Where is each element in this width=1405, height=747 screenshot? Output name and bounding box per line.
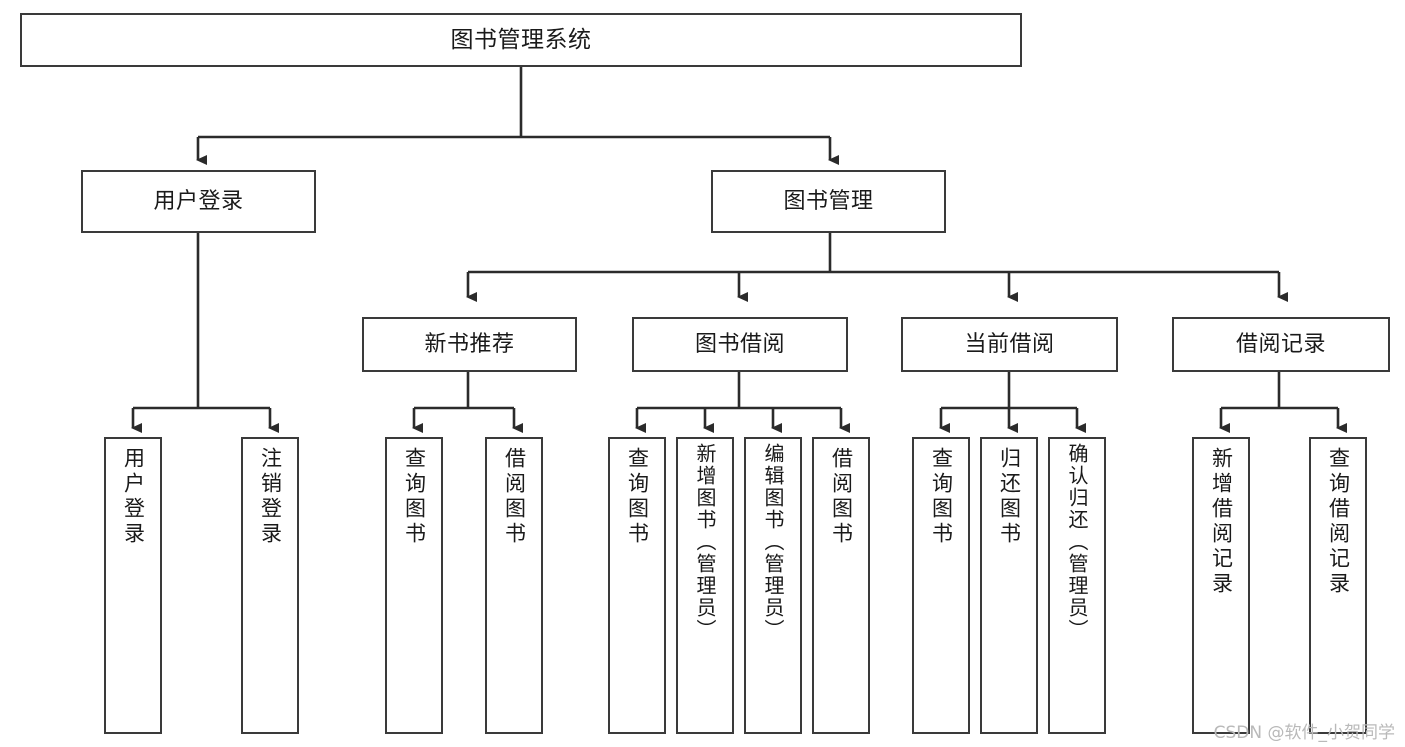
node-new-book-recommend[interactable]: 新书推荐 (362, 317, 577, 372)
leaf-query-borrow-record[interactable]: 查询借阅记录 (1309, 437, 1367, 734)
leaf-query-book-borrow[interactable]: 查询图书 (608, 437, 666, 734)
node-label: 归还图书 (997, 447, 1022, 547)
leaf-return-book[interactable]: 归还图书 (980, 437, 1038, 734)
leaf-add-book-admin[interactable]: 新增图书（管理员） (676, 437, 734, 734)
node-borrow-record[interactable]: 借阅记录 (1172, 317, 1390, 372)
node-label: 图书借阅 (694, 331, 785, 357)
leaf-user-login[interactable]: 用户登录 (104, 437, 162, 734)
leaf-borrow-book[interactable]: 借阅图书 (812, 437, 870, 734)
node-label: 新增图书（管理员） (693, 443, 717, 641)
node-label: 确认归还（管理员） (1065, 443, 1089, 641)
node-label: 借阅图书 (829, 447, 854, 547)
node-book-borrow[interactable]: 图书借阅 (632, 317, 848, 372)
leaf-logout-login[interactable]: 注销登录 (241, 437, 299, 734)
node-label: 图书管理系统 (450, 26, 592, 53)
node-label: 借阅图书 (502, 447, 527, 547)
leaf-query-book-current[interactable]: 查询图书 (912, 437, 970, 734)
node-label: 查询图书 (929, 447, 954, 547)
leaf-add-borrow-record[interactable]: 新增借阅记录 (1192, 437, 1250, 734)
node-label: 查询图书 (625, 447, 650, 547)
node-label: 当前借阅 (964, 331, 1055, 357)
node-label: 图书管理 (783, 188, 874, 214)
node-label: 注销登录 (258, 447, 283, 547)
node-user-login[interactable]: 用户登录 (81, 170, 316, 233)
node-label: 新增借阅记录 (1209, 447, 1234, 597)
leaf-borrow-book-recommend[interactable]: 借阅图书 (485, 437, 543, 734)
node-label: 用户登录 (121, 447, 146, 547)
node-label: 借阅记录 (1235, 331, 1326, 357)
csdn-watermark: CSDN @软件_小贺同学 (1213, 723, 1395, 743)
leaf-edit-book-admin[interactable]: 编辑图书（管理员） (744, 437, 802, 734)
node-label: 查询借阅记录 (1326, 447, 1351, 597)
node-current-borrow[interactable]: 当前借阅 (901, 317, 1118, 372)
node-label: 查询图书 (402, 447, 427, 547)
node-label: 用户登录 (153, 188, 244, 214)
leaf-confirm-return-admin[interactable]: 确认归还（管理员） (1048, 437, 1106, 734)
node-book-management[interactable]: 图书管理 (711, 170, 946, 233)
leaf-query-book-recommend[interactable]: 查询图书 (385, 437, 443, 734)
node-root-book-management-system[interactable]: 图书管理系统 (20, 13, 1022, 67)
node-label: 新书推荐 (424, 331, 515, 357)
node-label: 编辑图书（管理员） (761, 443, 785, 641)
